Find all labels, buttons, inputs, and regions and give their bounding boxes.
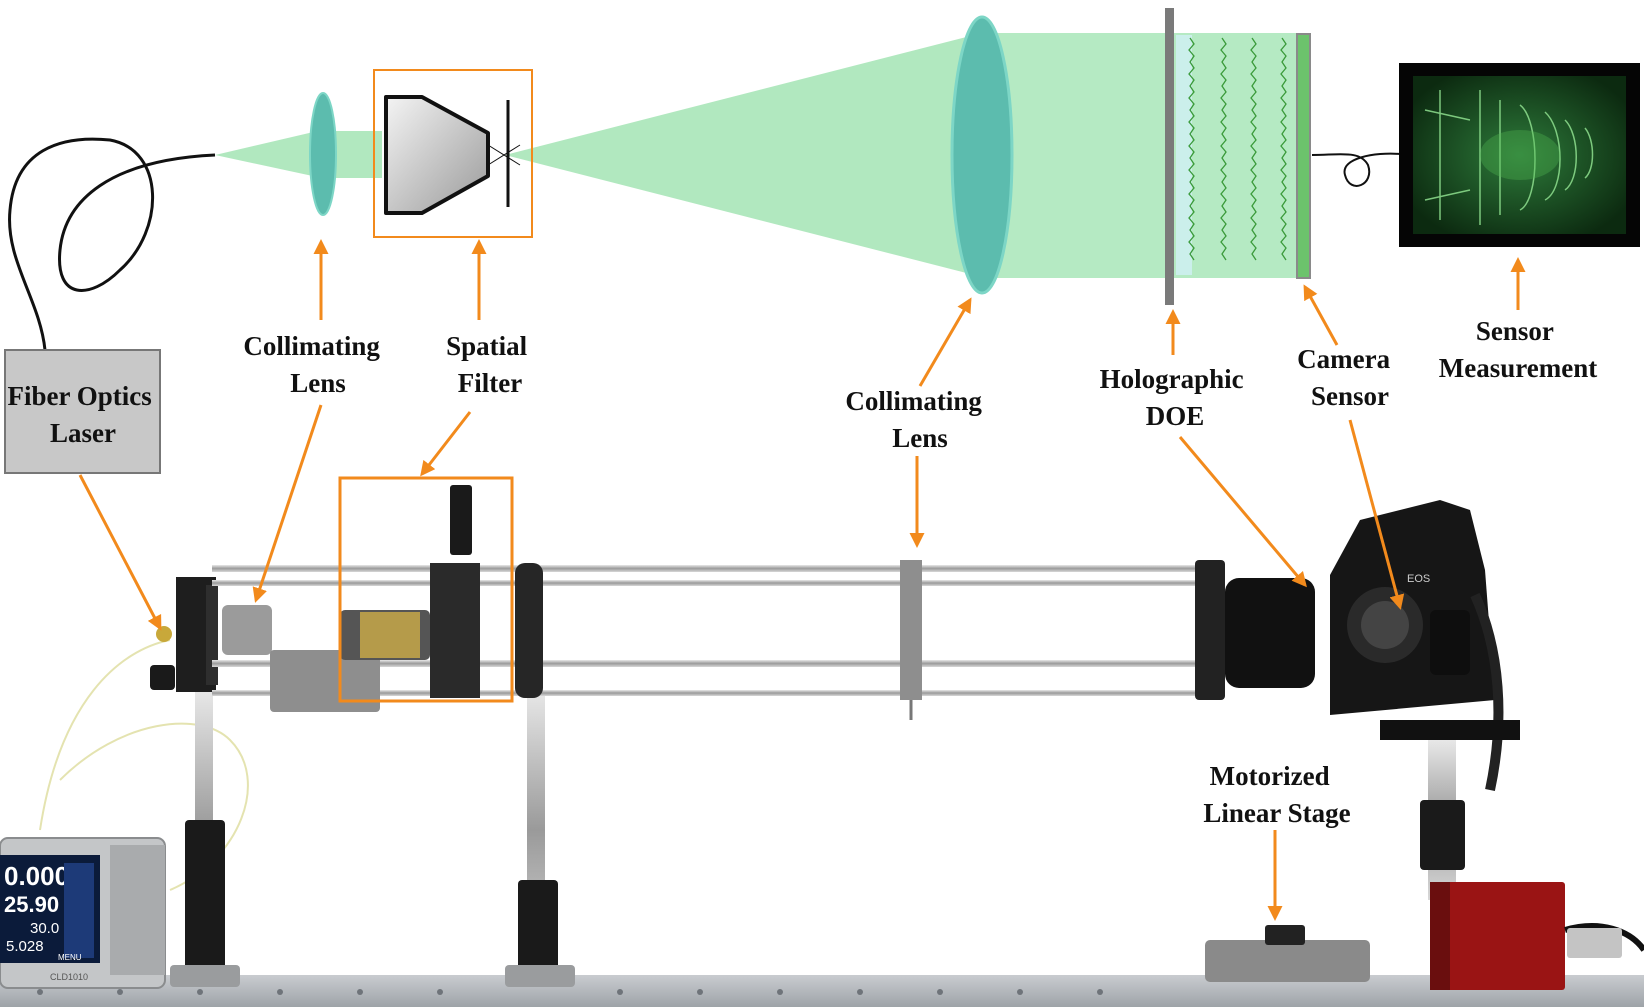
arrow-collimating-lens-1-down bbox=[252, 404, 323, 603]
label-camera-sensor-line1: Camera bbox=[1297, 344, 1390, 374]
camera-body: EOS bbox=[1330, 500, 1495, 715]
label-collimating-lens-1-line1: Collimating bbox=[243, 331, 380, 361]
camera-badge: EOS bbox=[1407, 573, 1430, 585]
arrow-collimating-lens-2-up bbox=[918, 297, 972, 387]
display-menu: MENU bbox=[58, 953, 82, 962]
arrow-doe-down bbox=[1178, 436, 1307, 588]
label-holographic-doe-line1: Holographic bbox=[1100, 364, 1244, 394]
display-line-2: 25.90 bbox=[4, 892, 59, 917]
linear-stage-carriage bbox=[1265, 925, 1305, 945]
annotation-arrows bbox=[78, 239, 1526, 921]
label-sensor-measurement-line1: Sensor bbox=[1476, 316, 1554, 346]
cage-rod-bottom-2 bbox=[212, 690, 1222, 696]
post-base-middle bbox=[505, 965, 575, 987]
collimating-lens-2-shape bbox=[950, 15, 1014, 295]
sensor-cable bbox=[1311, 152, 1401, 187]
lab-setup-photo: 0.000 25.90 30.0 5.028 MENU CLD1010 bbox=[0, 476, 1644, 1007]
objective-gold bbox=[360, 612, 420, 658]
label-fiber-laser-line2: Laser bbox=[50, 418, 116, 448]
label-motorized-stage-line1: Motorized bbox=[1210, 761, 1330, 791]
post-holder-left bbox=[185, 820, 225, 970]
display-line-3: 30.0 bbox=[30, 920, 59, 937]
large-lens-ring bbox=[1195, 560, 1225, 700]
post-base-left bbox=[170, 965, 240, 987]
camera-sensor-plate bbox=[1296, 33, 1311, 279]
usb-connector bbox=[1567, 928, 1622, 958]
beam-divergent-2 bbox=[505, 33, 982, 277]
cage-plate-2 bbox=[206, 585, 218, 685]
display-line-1: 0.000 bbox=[4, 861, 69, 891]
label-sensor-measurement-line2: Measurement bbox=[1439, 353, 1597, 383]
post-holder-middle bbox=[518, 880, 558, 970]
cage-rod-top-2 bbox=[212, 580, 1222, 586]
schematic bbox=[4, 8, 1640, 474]
labels: Fiber Optics Laser Collimating Lens Spat… bbox=[8, 316, 1598, 828]
arrow-spatial-filter-down bbox=[420, 411, 472, 477]
label-motorized-stage-line2: Linear Stage bbox=[1203, 798, 1350, 828]
beam-divergent-1 bbox=[215, 130, 322, 178]
laser-driver-device: 0.000 25.90 30.0 5.028 MENU CLD1010 bbox=[0, 837, 166, 989]
fiber-adapter bbox=[156, 626, 172, 642]
label-sensor-measurement: Sensor Measurement bbox=[1439, 316, 1597, 383]
fiber-laser-box bbox=[4, 349, 161, 474]
motor-controller-front bbox=[1430, 882, 1450, 990]
sensor-measurement-image bbox=[1399, 63, 1640, 247]
cage-rod-bottom bbox=[212, 660, 1222, 667]
label-holographic-doe: Holographic DOE bbox=[1100, 364, 1251, 431]
translation-mount bbox=[270, 650, 380, 712]
beam-collimated-2 bbox=[982, 33, 1302, 278]
label-motorized-stage: Motorized Linear Stage bbox=[1203, 761, 1350, 828]
label-collimating-lens-1-line2: Lens bbox=[290, 368, 346, 398]
display-line-4: 5.028 bbox=[6, 938, 44, 955]
label-collimating-lens-1: Collimating Lens bbox=[243, 331, 386, 398]
device-model: CLD1010 bbox=[50, 972, 88, 982]
camera-plate bbox=[1380, 720, 1520, 740]
microscope-objective-shape bbox=[384, 95, 490, 215]
label-collimating-lens-2-line2: Lens bbox=[892, 423, 948, 453]
fiber-cable bbox=[8, 137, 216, 351]
collimating-lens-1-shape bbox=[309, 92, 337, 216]
arrow-laser-down bbox=[78, 474, 162, 631]
filter-plate bbox=[430, 563, 480, 698]
arrow-camera-sensor-down bbox=[1348, 419, 1405, 610]
knob-left bbox=[150, 665, 175, 690]
camera-post-holder bbox=[1420, 800, 1465, 870]
optical-table bbox=[0, 975, 1644, 1007]
label-spatial-filter-line2: Filter bbox=[458, 368, 522, 398]
spatial-filter-frame bbox=[373, 69, 533, 238]
micrometer bbox=[450, 485, 472, 555]
doe-plate bbox=[1165, 8, 1174, 305]
label-spatial-filter: Spatial Filter bbox=[446, 331, 534, 398]
arrow-camera-sensor-up bbox=[1303, 284, 1339, 346]
label-collimating-lens-2-line1: Collimating bbox=[845, 386, 982, 416]
motor-controller bbox=[1430, 882, 1565, 990]
middle-bracket bbox=[900, 560, 922, 700]
label-fiber-laser-line1: Fiber Optics bbox=[8, 381, 152, 411]
table-holes bbox=[37, 989, 1103, 995]
hologram-waves bbox=[1188, 37, 1287, 261]
fiber-wire-a bbox=[39, 639, 171, 831]
spatial-filter-photo-box bbox=[338, 476, 514, 703]
label-fiber-laser: Fiber Optics Laser bbox=[8, 381, 159, 448]
label-camera-sensor-line2: Sensor bbox=[1311, 381, 1389, 411]
cage-rod-top bbox=[212, 565, 1222, 572]
large-lens-barrel bbox=[1225, 578, 1315, 688]
label-camera-sensor: Camera Sensor bbox=[1297, 344, 1397, 411]
label-spatial-filter-line1: Spatial bbox=[446, 331, 528, 361]
label-holographic-doe-line2: DOE bbox=[1146, 401, 1205, 431]
linear-stage-base bbox=[1205, 940, 1370, 982]
camera-strap bbox=[1470, 592, 1504, 792]
filter-ring bbox=[515, 563, 543, 698]
doe-film bbox=[1176, 35, 1192, 275]
focus-ray-b bbox=[487, 144, 521, 166]
label-collimating-lens-2: Collimating Lens bbox=[845, 386, 988, 453]
lens-tube-1 bbox=[222, 605, 272, 655]
